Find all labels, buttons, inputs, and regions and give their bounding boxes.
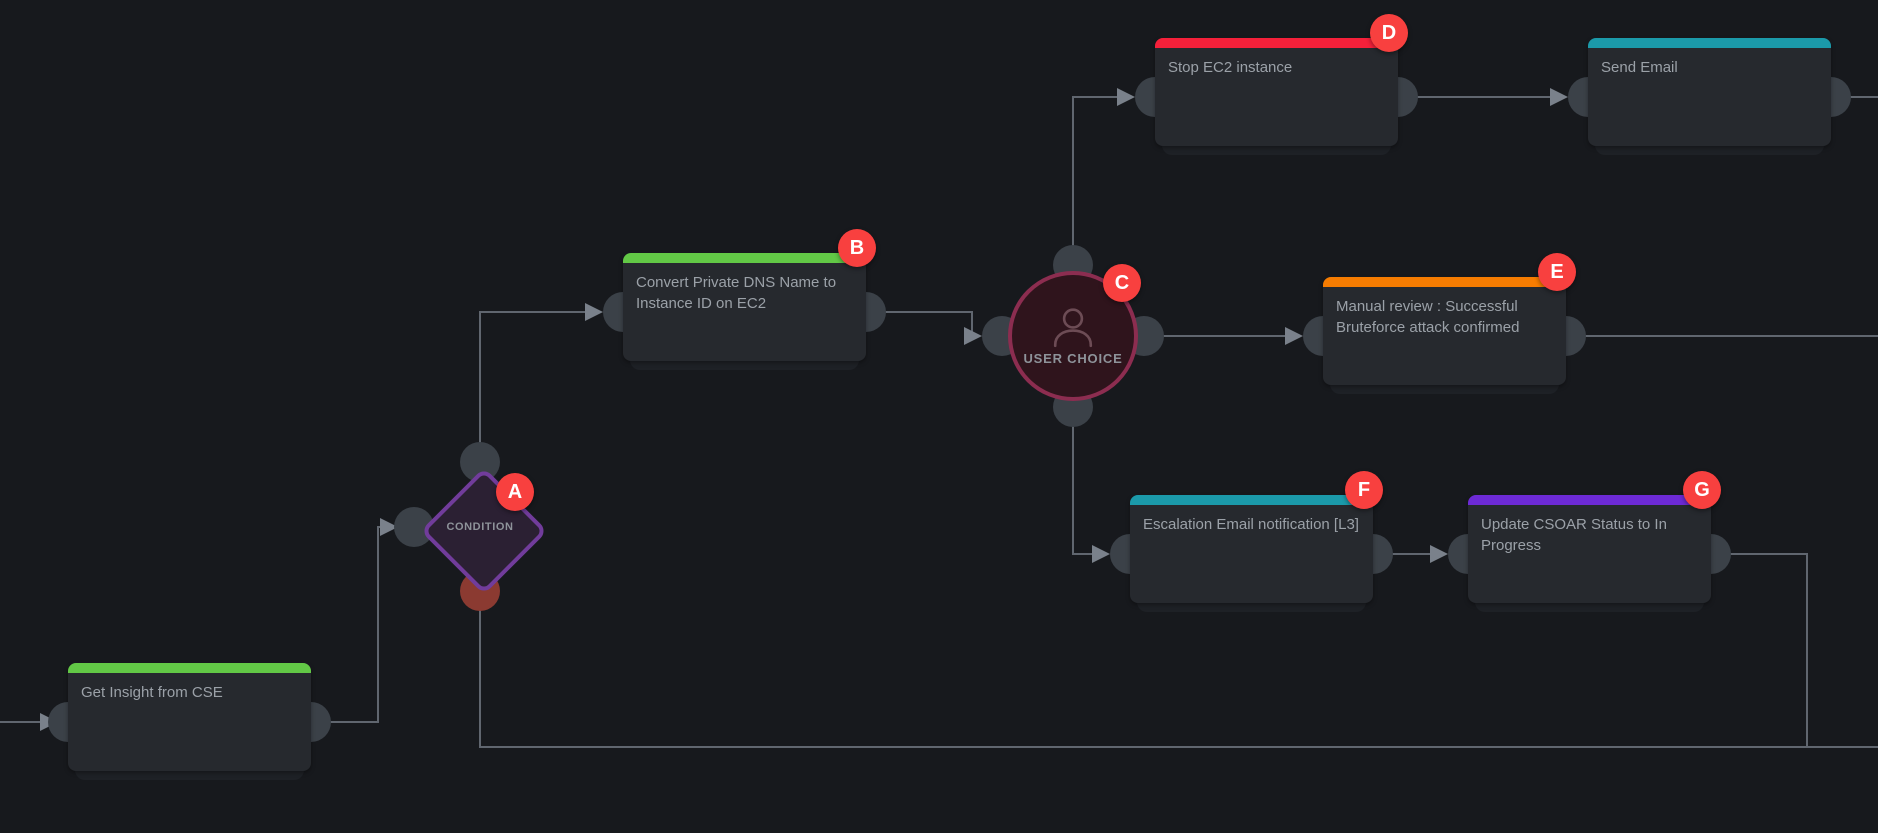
arrowhead-update-csoar: [1430, 545, 1448, 563]
edge-condition-false-branch: [479, 591, 1878, 748]
node-user-choice[interactable]: USER CHOICE C: [982, 245, 1164, 427]
arrowhead-send-email: [1550, 88, 1568, 106]
node-title: Escalation Email notification [L3]: [1143, 516, 1359, 533]
node-send-email[interactable]: Send Email: [1568, 38, 1851, 155]
condition-label: CONDITION: [446, 521, 514, 533]
node-title: Update CSOAR Status to In Progress: [1481, 516, 1667, 554]
hint-badge-f[interactable]: F: [1345, 471, 1383, 509]
arrowhead-escalation: [1092, 545, 1110, 563]
person-icon: [1053, 307, 1093, 347]
node-card[interactable]: Convert Private DNS Name to Instance ID …: [623, 253, 866, 361]
hint-badge-d[interactable]: D: [1370, 14, 1408, 52]
accent-bar: [1155, 38, 1398, 48]
accent-bar: [1588, 38, 1831, 48]
node-card[interactable]: Send Email: [1588, 38, 1831, 146]
accent-bar: [68, 663, 311, 673]
arrowhead-convert: [585, 303, 603, 321]
node-card[interactable]: Get Insight from CSE: [68, 663, 311, 771]
accent-bar: [1468, 495, 1711, 505]
hint-badge-e[interactable]: E: [1538, 253, 1576, 291]
arrowhead-stop-ec2: [1117, 88, 1135, 106]
edge-update-csoar-out: [1711, 553, 1808, 747]
node-escalation-email[interactable]: Escalation Email notification [L3] F: [1110, 471, 1393, 612]
node-get-insight[interactable]: Get Insight from CSE: [48, 663, 331, 780]
edge-user-choice-to-escalation: [1072, 407, 1092, 555]
node-title: Get Insight from CSE: [81, 684, 223, 701]
node-card[interactable]: Update CSOAR Status to In Progress: [1468, 495, 1711, 603]
edge-condition-to-convert: [479, 311, 585, 462]
accent-bar: [1323, 277, 1566, 287]
accent-bar: [1130, 495, 1373, 505]
node-title: Send Email: [1601, 59, 1678, 76]
hint-badge-a[interactable]: A: [496, 473, 534, 511]
user-choice-shape[interactable]: USER CHOICE: [1008, 271, 1138, 401]
node-title: Convert Private DNS Name to Instance ID …: [636, 274, 837, 312]
node-stop-ec2[interactable]: Stop EC2 instance D: [1135, 14, 1418, 155]
user-choice-label: USER CHOICE: [1023, 350, 1123, 366]
accent-bar: [623, 253, 866, 263]
hint-badge-g[interactable]: G: [1683, 471, 1721, 509]
node-card[interactable]: Stop EC2 instance: [1155, 38, 1398, 146]
node-title: Stop EC2 instance: [1168, 59, 1293, 76]
edge-user-choice-to-stop-ec2: [1072, 96, 1117, 265]
arrowhead-manual-review: [1285, 327, 1303, 345]
hint-badge-b[interactable]: B: [838, 229, 876, 267]
hint-badge-c[interactable]: C: [1103, 264, 1141, 302]
arrowhead-condition: [380, 518, 398, 536]
node-card[interactable]: Escalation Email notification [L3]: [1130, 495, 1373, 603]
node-convert-dns[interactable]: Convert Private DNS Name to Instance ID …: [603, 229, 886, 370]
node-update-csoar[interactable]: Update CSOAR Status to In Progress G: [1448, 471, 1731, 612]
node-card[interactable]: Manual review : Successful Bruteforce at…: [1323, 277, 1566, 385]
node-title: Manual review : Successful Bruteforce at…: [1336, 298, 1520, 336]
node-condition[interactable]: CONDITION A: [394, 442, 548, 611]
arrowhead-user-choice: [964, 327, 982, 345]
node-manual-review[interactable]: Manual review : Successful Bruteforce at…: [1303, 253, 1586, 394]
edge-get-insight-to-condition: [311, 526, 380, 723]
